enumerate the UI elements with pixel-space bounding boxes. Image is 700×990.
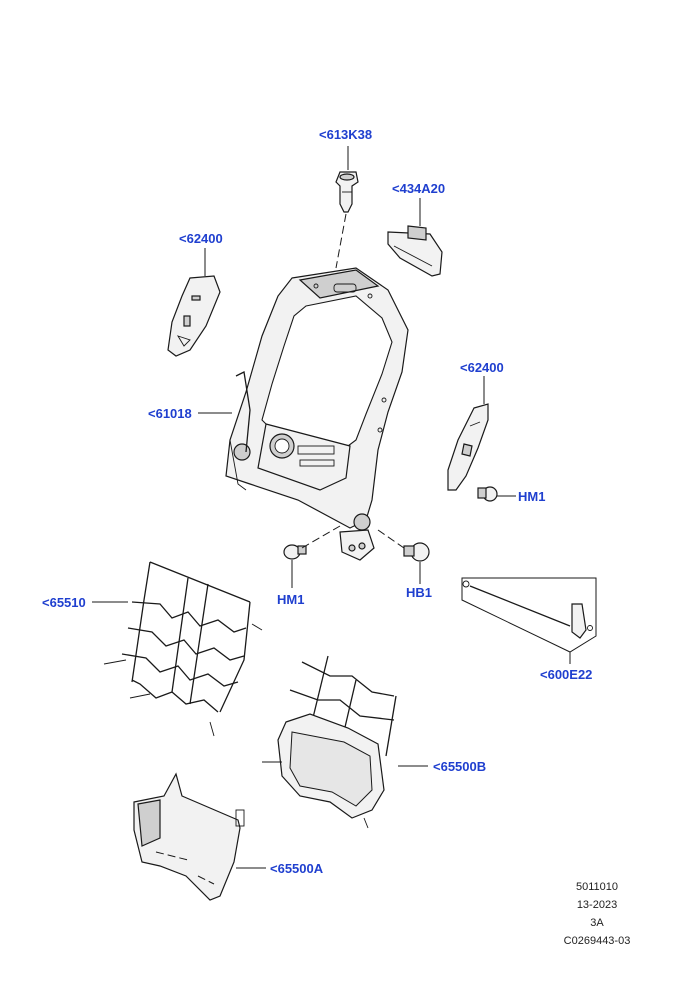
callout-hb1: HB1 [406, 585, 432, 600]
callout-600e22: <600E22 [540, 667, 592, 682]
bracket-434a20-part [387, 225, 443, 277]
callout-62400-right: <62400 [460, 360, 504, 375]
panel-65500b-part [262, 655, 397, 829]
callout-62400-left: <62400 [179, 231, 223, 246]
headrest-guide-part [335, 171, 359, 213]
callout-65500a: <65500A [270, 861, 324, 876]
side-panel-left-part [167, 275, 221, 357]
callout-hm1-right: HM1 [518, 489, 545, 504]
callout-61018: <61018 [148, 406, 192, 421]
callout-613k38: <613K38 [319, 127, 372, 142]
side-panel-right-part [447, 403, 489, 491]
rod-600e22-part [462, 580, 593, 639]
bolt-hb1 [403, 542, 430, 562]
footer-line-2: 13-2023 [577, 899, 617, 911]
callout-434a20: <434A20 [392, 181, 445, 196]
fastener-hm1-bottom [283, 544, 307, 560]
fastener-hm1-right [477, 486, 498, 502]
callout-65510: <65510 [42, 595, 86, 610]
footer-line-1: 5011010 [576, 881, 618, 893]
footer-line-4: C0269443-03 [564, 935, 631, 947]
panel-65500a-part [133, 772, 245, 901]
footer-line-3: 3A [590, 917, 604, 929]
callout-65500b: <65500B [433, 759, 486, 774]
seat-back-frame-part [225, 267, 409, 561]
callout-hm1-bottom: HM1 [277, 592, 304, 607]
spring-mat-65510-part [103, 561, 263, 737]
